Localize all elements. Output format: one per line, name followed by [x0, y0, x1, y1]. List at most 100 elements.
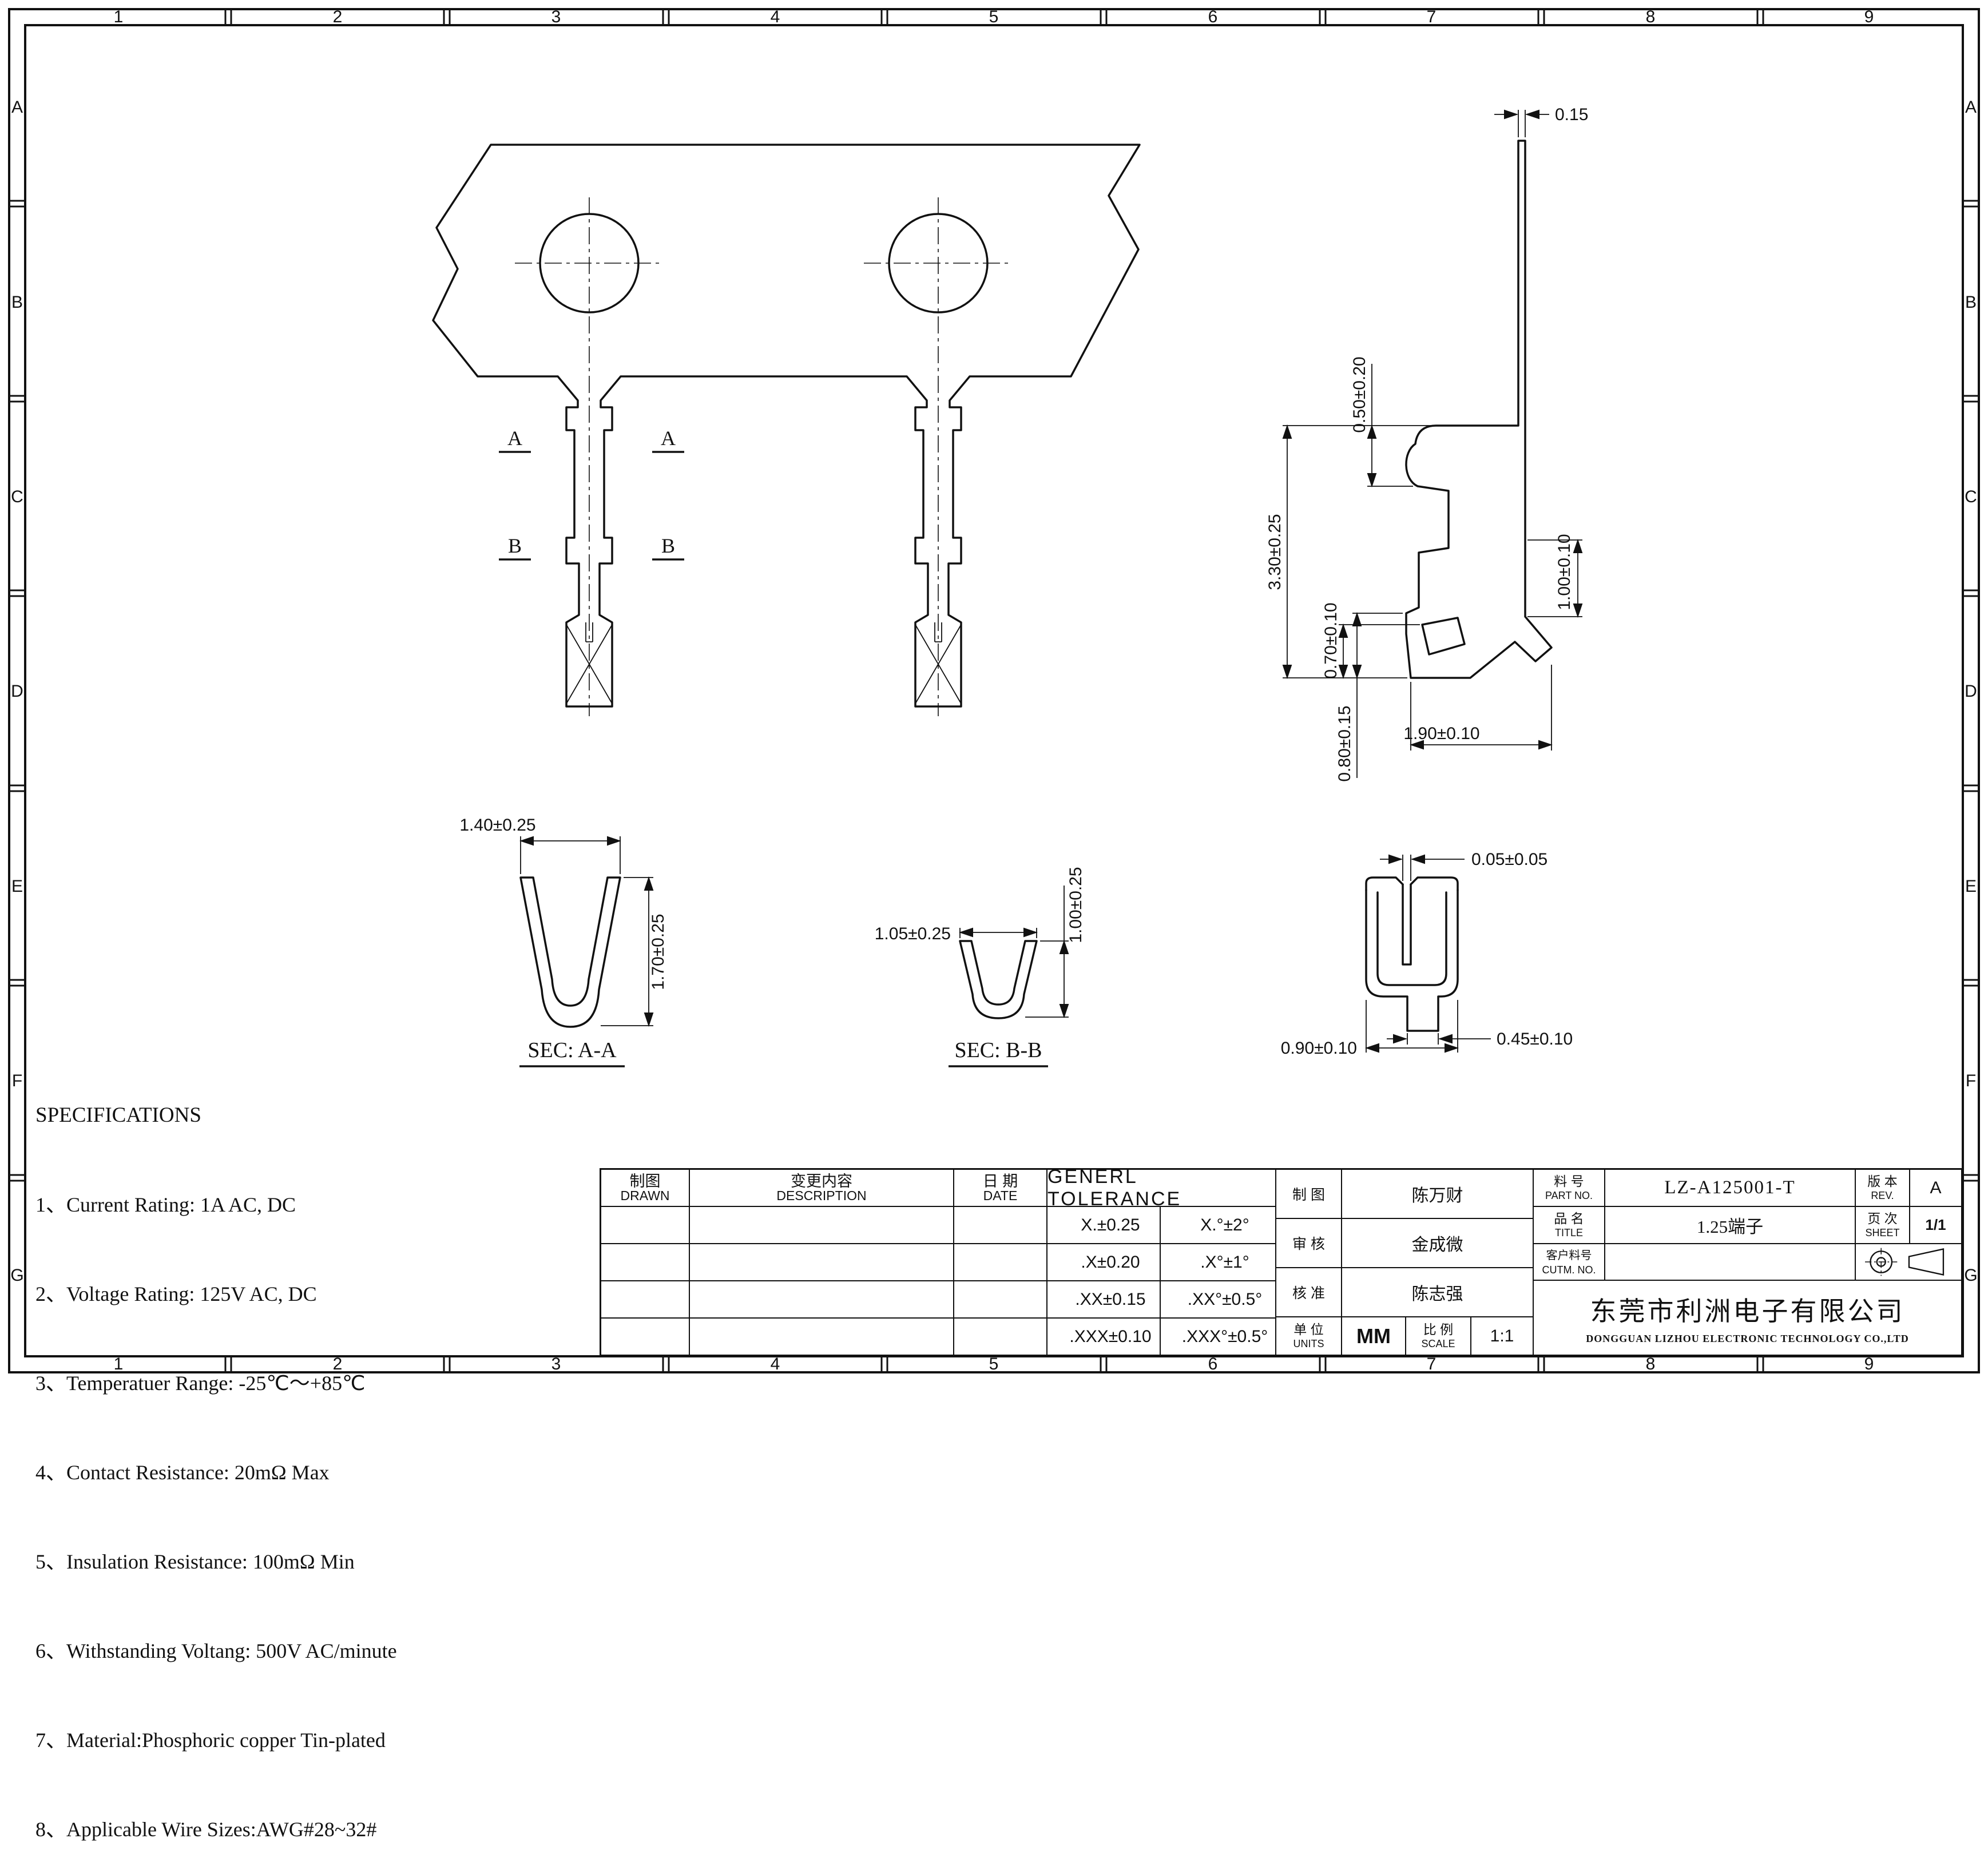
section-bb-view: 1.05±0.25 1.00±0.25 SEC: B-B	[875, 867, 1085, 1067]
section-aa-title: SEC: A-A	[527, 1038, 617, 1062]
specifications-block: SPECIFICATIONS 1、Current Rating: 1A AC, …	[35, 1041, 397, 1874]
crimp-tail-serration	[566, 622, 962, 704]
specifications-title: SPECIFICATIONS	[35, 1103, 201, 1127]
company-block: 东莞市利洲电子有限公司 DONGGUAN LIZHOU ELECTRONIC T…	[1534, 1281, 1961, 1355]
wire-crimp-section	[1421, 617, 1466, 656]
revision-empty-cell	[954, 1207, 1046, 1243]
approval-section: 制 图 陈万财 审 核 金成微 核 准 陈志强 单 位 UNITS MM 比 例…	[1276, 1170, 1534, 1355]
spec-line: 4、Contact Resistance: 20mΩ Max	[35, 1461, 330, 1484]
revision-empty-cell	[954, 1281, 1046, 1317]
dim-body-length: 1.90±0.10	[1403, 665, 1553, 751]
part-no-label-cn: 料 号	[1554, 1174, 1584, 1189]
checked-by-name: 金成微	[1411, 1236, 1463, 1254]
dim-front-width: 0.90±0.10	[1281, 1000, 1459, 1058]
front-inner-wall	[1376, 891, 1447, 986]
drawn-header: 制图 DRAWN	[601, 1170, 690, 1206]
title-label-cn: 品 名	[1554, 1211, 1584, 1226]
section-aa-outline	[519, 876, 621, 1028]
grid-col-label: 5	[989, 7, 999, 26]
spec-line: 3、Temperatuer Range: -25℃～+85℃	[35, 1372, 366, 1395]
title-value: 1.25端子	[1605, 1207, 1856, 1243]
grid-col-label: 2	[333, 1355, 343, 1373]
svg-text:0.45±0.10: 0.45±0.10	[1497, 1030, 1573, 1049]
grid-row-label: D	[11, 682, 23, 701]
dim-right-height: 1.00±0.10	[1527, 534, 1583, 618]
section-b-mark: B	[508, 534, 522, 557]
drawn-by-label: 制 图	[1276, 1170, 1342, 1218]
grid-col-label: 6	[1208, 7, 1218, 26]
approved-by-name: 陈志强	[1411, 1285, 1463, 1304]
grid-col-label: 1	[114, 7, 124, 26]
carrier-strip-outline	[432, 144, 1141, 708]
customer-no-label: 客户料号 CUTM. NO.	[1534, 1244, 1605, 1280]
grid-row-label: B	[11, 293, 23, 312]
drawing-canvas: 1 2 3 4 5 6 7 8 9 1 2 3 4 5 6 7 8 9 A B …	[8, 7, 1980, 1373]
drawn-by-name: 陈万财	[1411, 1186, 1463, 1205]
drawn-header-cn: 制图	[629, 1173, 661, 1190]
scale-value: 1:1	[1490, 1326, 1514, 1345]
revision-empty-cell	[601, 1207, 690, 1243]
svg-text:3.30±0.25: 3.30±0.25	[1265, 514, 1284, 590]
sheet-label: 页 次 SHEET	[1856, 1207, 1910, 1243]
checked-by-label: 审 核	[1276, 1219, 1342, 1267]
approved-by-label: 核 准	[1276, 1268, 1342, 1316]
scale-label: 比 例 SCALE	[1406, 1317, 1471, 1355]
dim-bb-height: 1.00±0.25	[1025, 867, 1085, 1019]
grid-col-label: 8	[1646, 1355, 1656, 1373]
grid-row-label: D	[1965, 682, 1977, 701]
grid-col-label: 8	[1646, 7, 1656, 26]
dim-aa-width: 1.40±0.25	[459, 816, 622, 874]
dim-tail-height: 0.80±0.15	[1335, 612, 1403, 782]
grid-row-label: G	[10, 1266, 23, 1285]
svg-text:1.40±0.25: 1.40±0.25	[459, 816, 535, 835]
grid-col-label: 1	[114, 1355, 124, 1373]
title-block: 制图 DRAWN 变更内容 DESCRIPTION 日 期 DATE	[600, 1168, 1963, 1356]
description-header: 变更内容 DESCRIPTION	[690, 1170, 954, 1206]
date-header: 日 期 DATE	[954, 1170, 1046, 1206]
rev-value: A	[1930, 1178, 1942, 1197]
tolerance-table: GENERL TOLERANCE X.±0.25 X.°±2° .X±0.20 …	[1047, 1170, 1276, 1355]
section-bb-title: SEC: B-B	[954, 1038, 1042, 1062]
revision-empty-cell	[690, 1207, 954, 1243]
grid-col-label: 9	[1864, 7, 1874, 26]
tolerance-cell: X.°±2°	[1200, 1215, 1249, 1234]
tolerance-cell: .X°±1°	[1200, 1252, 1249, 1272]
tolerance-cell: .X±0.20	[1047, 1244, 1161, 1280]
svg-text:0.05±0.05: 0.05±0.05	[1471, 850, 1547, 869]
drawn-header-en: DRAWN	[620, 1188, 670, 1203]
title-label-en: TITLE	[1554, 1227, 1583, 1238]
front-top-curls	[1365, 876, 1459, 891]
sheet-label-cn: 页 次	[1867, 1211, 1898, 1226]
grid-col-label: 7	[1427, 1355, 1437, 1373]
units-label-en: UNITS	[1293, 1338, 1324, 1349]
engineering-drawing-sheet: 1 2 3 4 5 6 7 8 9 1 2 3 4 5 6 7 8 9 A B …	[8, 7, 1980, 1841]
date-header-cn: 日 期	[982, 1173, 1018, 1190]
front-outline	[1365, 889, 1459, 1032]
dim-spring-height: 0.50±0.20	[1283, 356, 1433, 488]
section-bb-outline	[959, 940, 1038, 1019]
revision-empty-cell	[690, 1244, 954, 1280]
grid-col-label: 2	[333, 7, 343, 26]
part-no-label-en: PART NO.	[1545, 1190, 1593, 1201]
revision-empty-cell	[954, 1319, 1046, 1355]
grid-col-label: 7	[1427, 7, 1437, 26]
svg-text:0.50±0.20: 0.50±0.20	[1350, 356, 1369, 432]
revision-empty-cell	[601, 1281, 690, 1317]
svg-text:1.05±0.25: 1.05±0.25	[875, 924, 951, 943]
svg-text:1.00±0.25: 1.00±0.25	[1066, 867, 1085, 943]
tolerance-cell: .XX±0.15	[1047, 1281, 1161, 1317]
scale-label-en: SCALE	[1421, 1338, 1455, 1349]
part-no-label: 料 号 PART NO.	[1534, 1170, 1605, 1206]
description-header-en: DESCRIPTION	[776, 1188, 867, 1203]
tolerance-title: GENERL TOLERANCE	[1047, 1170, 1182, 1206]
grid-row-label: A	[1965, 98, 1977, 117]
spec-line: 6、Withstanding Voltang: 500V AC/minute	[35, 1639, 397, 1662]
dim-strip-thickness: 0.15	[1494, 105, 1588, 137]
spec-line: 5、Insulation Resistance: 100mΩ Min	[35, 1550, 355, 1573]
grid-row-label: E	[11, 877, 23, 896]
tolerance-cell: .XXX°±0.5°	[1181, 1327, 1268, 1346]
description-header-cn: 变更内容	[791, 1173, 852, 1190]
spec-line: 8、Applicable Wire Sizes:AWG#28~32#	[35, 1818, 377, 1841]
units-value: MM	[1342, 1317, 1406, 1355]
tolerance-cell: .XXX±0.10	[1047, 1319, 1161, 1355]
